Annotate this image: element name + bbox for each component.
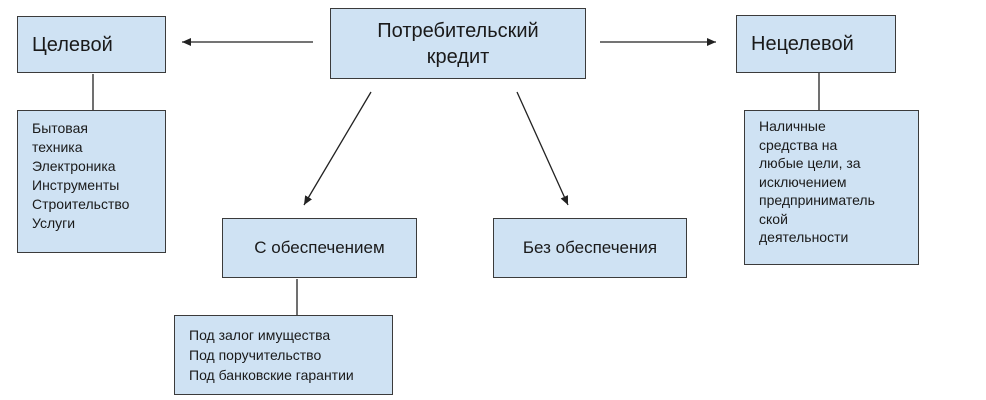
targeted-box: Целевой — [17, 16, 166, 73]
list-item: техника — [32, 139, 83, 155]
targeted-list-box: Бытовая техника Электроника Инструменты … — [17, 110, 166, 253]
unsecured-title: Без обеспечения — [522, 238, 658, 257]
secured-list-box: Под залог имущества Под поручительство П… — [174, 315, 393, 395]
list-item: Строительство — [32, 196, 130, 212]
list-item: любые цели, за — [759, 155, 861, 171]
list-item: деятельности — [759, 229, 849, 245]
list-item: Под банковские гарантии — [189, 367, 354, 383]
list-item: предприниматель — [759, 192, 875, 208]
root-title: Потребительский кредит — [377, 19, 539, 68]
list-item: Услуги — [32, 215, 76, 231]
list-item: Наличные — [759, 118, 826, 134]
list-item: Инструменты — [32, 177, 120, 193]
list-item: Бытовая — [32, 120, 88, 136]
non-targeted-list-box: Наличные средства на любые цели, за искл… — [744, 110, 919, 265]
list-item: Под поручительство — [189, 347, 322, 363]
non-targeted-title: Нецелевой — [751, 33, 854, 55]
non-targeted-box: Нецелевой — [736, 15, 896, 73]
list-item: исключением — [759, 173, 847, 190]
unsecured-box: Без обеспечения — [493, 218, 687, 278]
targeted-title: Целевой — [32, 33, 113, 56]
list-item: Под залог имущества — [189, 327, 331, 343]
list-item: средства на — [759, 136, 838, 153]
list-item: Электроника — [32, 158, 116, 174]
arrow-to-secured — [303, 91, 372, 206]
secured-box: С обеспечением — [222, 218, 417, 278]
secured-title: С обеспечением — [254, 238, 385, 257]
list-item: ской — [759, 210, 788, 227]
root-box: Потребительский кредит — [330, 8, 586, 79]
arrow-to-unsecured — [516, 91, 569, 206]
